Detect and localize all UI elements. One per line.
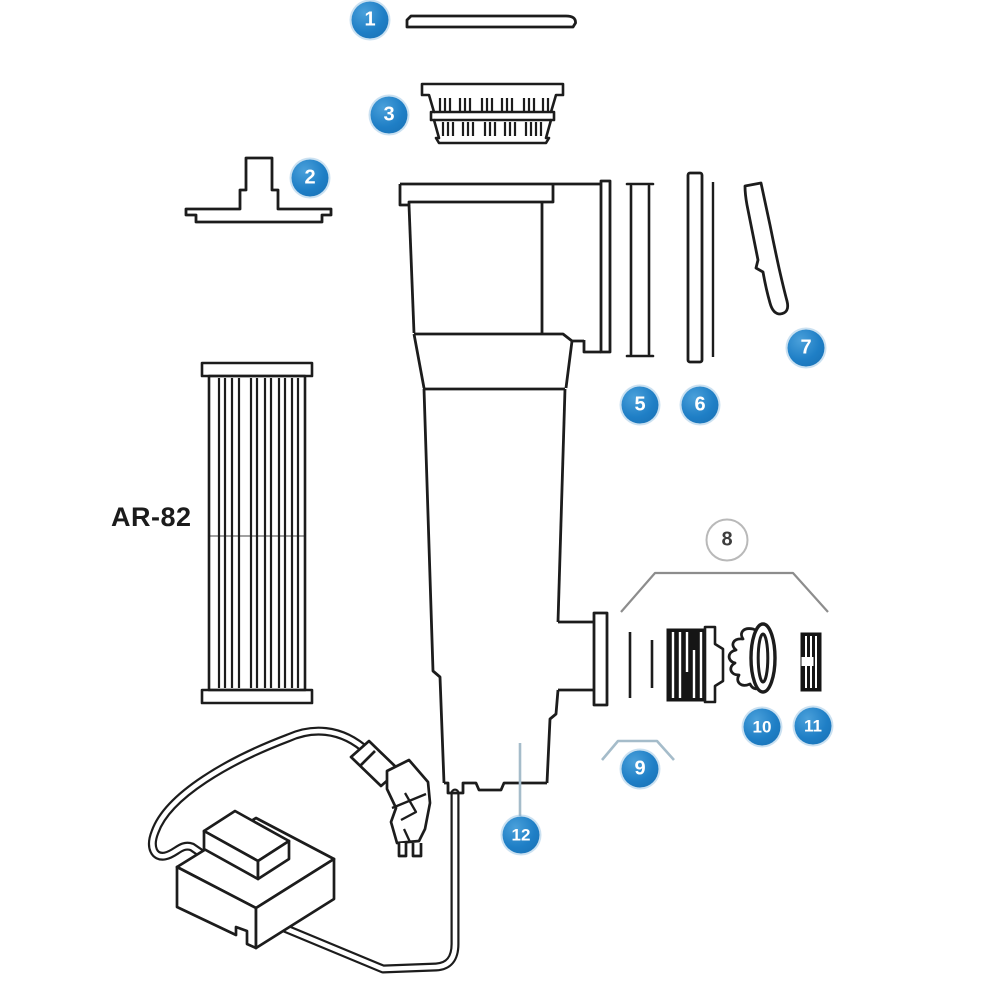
- callout-9[interactable]: 9: [621, 750, 659, 788]
- callout-3[interactable]: 3: [370, 96, 408, 134]
- body-top-lip: [398, 184, 555, 207]
- body-mount-flange: [599, 179, 612, 354]
- body-taper: [412, 333, 574, 391]
- body-left-wall-lower: [422, 388, 446, 784]
- callout-8[interactable]: 8: [705, 518, 749, 562]
- body-right-wall-bottom: [545, 689, 560, 784]
- group-8-bracket: [620, 571, 829, 613]
- mounting-bracket-part: [184, 156, 333, 224]
- body-ledge: [414, 332, 584, 343]
- basket-part: [420, 82, 565, 145]
- power-cable-to-pump: [260, 788, 460, 974]
- seal-frame-part: [625, 182, 655, 358]
- impeller-assembly: [628, 622, 822, 704]
- outlet-flange: [592, 611, 609, 707]
- skimmer-body-part: [398, 179, 612, 795]
- plug-prong-left: [397, 843, 408, 858]
- model-label: AR-82: [111, 502, 192, 532]
- impeller-rotor-part: [666, 625, 725, 704]
- plug-prong-right: [411, 843, 423, 858]
- filter-cartridge-part: [200, 361, 314, 705]
- impeller-cover-part: [727, 622, 777, 694]
- cover-oring-inner: [756, 632, 770, 684]
- callout-6[interactable]: 6: [681, 386, 719, 424]
- basket-slots-row-1: [438, 98, 550, 111]
- callout-7[interactable]: 7: [787, 329, 825, 367]
- power-cable-loop: [147, 726, 373, 863]
- callout-5[interactable]: 5: [621, 386, 659, 424]
- outlet-tube: [558, 620, 594, 692]
- body-bottom-edge: [444, 781, 547, 795]
- bushing-part: [800, 632, 822, 692]
- flow-deflector-part: [743, 181, 790, 316]
- basket-slots-row-2: [441, 122, 543, 136]
- transformer-right-face: [254, 857, 336, 950]
- cartridge-bottom-cap: [200, 688, 314, 705]
- callout-2[interactable]: 2: [291, 159, 329, 197]
- transformer-part: [175, 809, 336, 950]
- cartridge-top-cap: [200, 361, 314, 378]
- group-9-bracket: [601, 739, 675, 761]
- callout-12[interactable]: 12: [502, 816, 540, 854]
- body-right-wall-lower: [556, 388, 567, 623]
- lid-part: [405, 14, 577, 29]
- transformer-lid-right: [256, 839, 291, 881]
- cartridge-pleats: [217, 378, 300, 688]
- body-flange-foot: [582, 340, 601, 354]
- cover-plate-part: [686, 171, 715, 364]
- power-plug-part: [349, 739, 432, 858]
- callout-11[interactable]: 11: [794, 707, 832, 745]
- callout-1[interactable]: 1: [351, 1, 389, 39]
- impeller-flange: [703, 625, 725, 704]
- callout-10[interactable]: 10: [743, 708, 781, 746]
- body-left-wall-upper: [407, 204, 416, 334]
